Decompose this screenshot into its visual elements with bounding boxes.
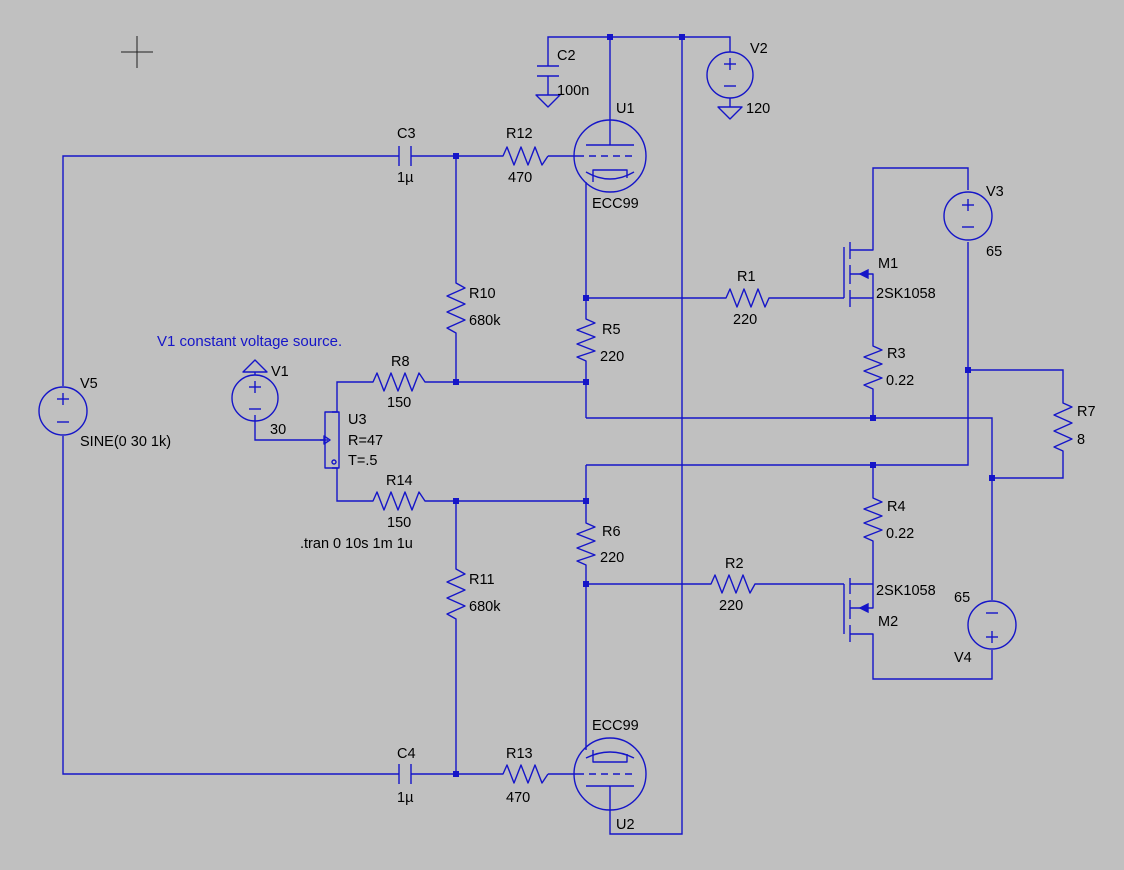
label-r8-name: R8	[391, 354, 410, 370]
label-c2-value: 100n	[557, 83, 589, 99]
label-u2-name: U2	[616, 817, 635, 833]
resistor-R2[interactable]	[705, 574, 758, 594]
label-c3-value: 1µ	[397, 170, 414, 186]
mosfet-M2[interactable]	[843, 578, 874, 642]
label-r13-name: R13	[506, 746, 533, 762]
label-r14-value: 150	[387, 515, 411, 531]
spice-directive[interactable]: .tran 0 10s 1m 1u	[300, 536, 413, 552]
label-u3-name: U3	[348, 412, 367, 428]
ground-icon-v1	[242, 359, 268, 375]
label-r3-name: R3	[887, 346, 906, 362]
resistor-R7[interactable]	[1053, 395, 1073, 455]
label-r1-name: R1	[737, 269, 756, 285]
potentiometer-U3[interactable]	[320, 411, 340, 469]
label-r5-name: R5	[602, 322, 621, 338]
label-r5-value: 220	[600, 349, 624, 365]
resistor-R14[interactable]	[365, 491, 430, 511]
resistor-R5[interactable]	[576, 310, 596, 363]
label-v1-name: V1	[271, 364, 289, 380]
triode-U1[interactable]	[573, 119, 647, 193]
ground-icon-v2	[717, 102, 743, 120]
label-r10-name: R10	[469, 286, 496, 302]
resistor-R13[interactable]	[496, 764, 549, 784]
label-m2-name: M2	[878, 614, 898, 630]
label-m1-name: M1	[878, 256, 898, 272]
label-u2-value: ECC99	[592, 718, 639, 734]
voltage-source-V2[interactable]	[706, 44, 754, 99]
label-r4-name: R4	[887, 499, 906, 515]
resistor-R8[interactable]	[365, 372, 430, 392]
ground-icon-c2	[535, 94, 561, 108]
label-v5-value: SINE(0 30 1k)	[80, 434, 171, 450]
voltage-source-V3[interactable]	[943, 191, 993, 241]
label-u3-r: R=47	[348, 433, 383, 449]
label-v4-name: V4	[954, 650, 972, 666]
label-r10-value: 680k	[469, 313, 501, 329]
label-r7-value: 8	[1077, 432, 1085, 448]
label-v3-name: V3	[986, 184, 1004, 200]
label-r13-value: 470	[506, 790, 530, 806]
label-v1-value: 30	[270, 422, 286, 438]
label-v3-value: 65	[986, 244, 1002, 260]
resistor-R11[interactable]	[446, 559, 466, 623]
label-r11-value: 680k	[469, 599, 501, 615]
label-r6-name: R6	[602, 524, 621, 540]
label-m1-value: 2SK1058	[876, 286, 936, 302]
voltage-source-V5[interactable]	[38, 386, 88, 436]
capacitor-C2[interactable]	[537, 44, 559, 85]
voltage-source-V1[interactable]	[231, 374, 279, 422]
resistor-R6[interactable]	[576, 514, 596, 568]
voltage-source-V4[interactable]	[967, 600, 1017, 650]
label-r3-value: 0.22	[886, 373, 914, 389]
label-m2-value: 2SK1058	[876, 583, 936, 599]
label-v5-name: V5	[80, 376, 98, 392]
label-r2-name: R2	[725, 556, 744, 572]
label-r2-value: 220	[719, 598, 743, 614]
label-r4-value: 0.22	[886, 526, 914, 542]
label-c4-value: 1µ	[397, 790, 414, 806]
label-r11-name: R11	[469, 572, 495, 588]
capacitor-C4[interactable]	[398, 764, 412, 784]
resistor-R1[interactable]	[720, 288, 772, 308]
capacitor-C3[interactable]	[398, 146, 412, 166]
junction-dots	[453, 34, 995, 777]
schematic-comment: V1 constant voltage source.	[157, 333, 342, 350]
triode-U2[interactable]	[573, 737, 647, 820]
label-r14-name: R14	[386, 473, 413, 489]
label-r7-name: R7	[1077, 404, 1096, 420]
label-v4-value: 65	[954, 590, 970, 606]
crosshair-cursor-icon	[121, 36, 153, 68]
label-u1-value: ECC99	[592, 196, 639, 212]
wires	[62, 36, 1064, 835]
label-r6-value: 220	[600, 550, 624, 566]
label-r12-name: R12	[506, 126, 533, 142]
mosfet-M1[interactable]	[843, 242, 874, 307]
label-c3-name: C3	[397, 126, 416, 142]
resistor-R12[interactable]	[496, 146, 549, 166]
resistor-R4[interactable]	[863, 490, 883, 547]
component-labels: C2 100n V2 120 U1 ECC99 C3 1µ R12 470 R1…	[80, 41, 1096, 833]
resistor-R3[interactable]	[863, 338, 883, 395]
label-r8-value: 150	[387, 395, 411, 411]
label-r1-value: 220	[733, 312, 757, 328]
label-u3-t: T=.5	[348, 453, 377, 469]
label-v2-name: V2	[750, 41, 768, 57]
label-c2-name: C2	[557, 48, 576, 64]
label-r12-value: 470	[508, 170, 532, 186]
resistor-R10[interactable]	[446, 273, 466, 337]
label-v2-value: 120	[746, 101, 770, 117]
label-c4-name: C4	[397, 746, 416, 762]
label-u1-name: U1	[616, 101, 635, 117]
